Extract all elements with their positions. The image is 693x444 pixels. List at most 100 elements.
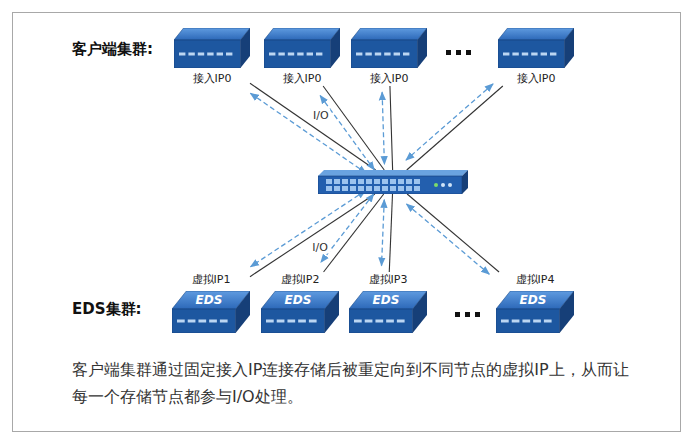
server-side xyxy=(325,291,339,333)
server-slot xyxy=(278,53,284,56)
server-slot xyxy=(397,320,405,323)
access-ip-label: 接入IP0 xyxy=(517,71,556,86)
server-front xyxy=(498,40,564,68)
group-label: EDS集群: xyxy=(72,300,142,319)
server-slot xyxy=(269,53,275,56)
switch-port xyxy=(342,179,348,184)
network-link xyxy=(407,194,499,272)
server-slot xyxy=(522,320,530,323)
switch-port xyxy=(358,186,364,191)
network-link xyxy=(390,86,393,170)
server-slot xyxy=(533,320,541,323)
switch-port xyxy=(350,186,356,191)
server-node: 虚拟IP3EDS xyxy=(349,272,427,333)
switch-port xyxy=(334,179,340,184)
server-slot xyxy=(356,53,362,56)
group-label: 客户端集群: xyxy=(72,40,153,59)
switch-front xyxy=(318,176,462,194)
network-link xyxy=(323,86,384,170)
io-flow-arrow xyxy=(251,191,366,267)
io-connector xyxy=(407,194,500,274)
frame-border xyxy=(13,13,681,432)
eds-face-label: EDS xyxy=(353,291,419,309)
io-connector xyxy=(382,86,392,170)
ellipsis-bottom xyxy=(455,312,480,317)
server-slot xyxy=(209,320,217,323)
switch-led xyxy=(441,183,445,187)
server-slot xyxy=(226,53,232,56)
server-slot xyxy=(386,320,394,323)
client-server-icon xyxy=(264,28,340,68)
server-slot xyxy=(365,53,371,56)
server-slot xyxy=(541,53,547,56)
switch-port xyxy=(414,179,420,184)
switch-port xyxy=(366,179,372,184)
server-slot xyxy=(297,53,303,56)
server-slot xyxy=(179,53,185,56)
server-slot xyxy=(512,53,518,56)
server-node: 虚拟IP2EDS xyxy=(261,272,339,333)
switch-port xyxy=(398,186,404,191)
edge-label: I/O xyxy=(311,109,331,122)
switch-port xyxy=(350,179,356,184)
server-slot xyxy=(277,320,285,323)
server-slot xyxy=(207,53,213,56)
server-side xyxy=(560,291,574,333)
server-slot xyxy=(316,53,322,56)
network-link xyxy=(324,194,384,272)
server-slot xyxy=(217,53,223,56)
server-node: 虚拟IP4EDS xyxy=(496,272,574,333)
server-slot xyxy=(198,53,204,56)
io-flow-arrow xyxy=(407,204,490,274)
server-front xyxy=(174,40,240,68)
server-slot xyxy=(544,320,552,323)
server-slot xyxy=(365,320,373,323)
server-top xyxy=(351,28,427,40)
server-front xyxy=(264,40,330,68)
server-side xyxy=(564,28,574,68)
server-slot xyxy=(384,53,390,56)
caption: 客户端集群通过固定接入IP连接存储后被重定向到不同节点的虚拟IP上，从而让每一个… xyxy=(72,356,642,410)
switch-port xyxy=(342,186,348,191)
io-connector xyxy=(382,194,393,272)
server-top xyxy=(498,28,574,40)
server-side xyxy=(413,291,427,333)
server-side xyxy=(240,28,250,68)
server-top xyxy=(264,28,340,40)
server-node: 接入IP0 xyxy=(351,28,427,86)
switch-port xyxy=(358,179,364,184)
eds-server-body: EDS xyxy=(349,291,427,333)
eds-server-body: EDS xyxy=(496,291,574,333)
io-flow-arrow xyxy=(250,93,366,173)
network-switch xyxy=(318,170,468,194)
io-connector xyxy=(320,86,384,170)
eds-face-label: EDS xyxy=(265,291,331,309)
switch-port xyxy=(374,179,380,184)
server-slot xyxy=(298,320,306,323)
server-slot xyxy=(287,320,295,323)
server-slot xyxy=(375,320,383,323)
eds-server-body: EDS xyxy=(172,291,250,333)
virtual-ip-label: 虚拟IP1 xyxy=(192,272,231,287)
server-slot xyxy=(288,53,294,56)
server-top xyxy=(174,28,250,40)
server-front xyxy=(496,309,560,333)
switch-port xyxy=(382,179,388,184)
server-node: 接入IP0 xyxy=(264,28,340,86)
server-slot xyxy=(531,53,537,56)
switch-port xyxy=(390,179,396,184)
server-slot xyxy=(307,53,313,56)
server-slot xyxy=(309,320,317,323)
server-slot xyxy=(503,53,509,56)
server-node: 虚拟IP1EDS xyxy=(172,272,250,333)
io-flow-arrow xyxy=(406,84,493,160)
server-slot xyxy=(220,320,228,323)
switch-port xyxy=(382,186,388,191)
io-connector xyxy=(250,83,376,173)
switch-port xyxy=(406,179,412,184)
server-side xyxy=(236,291,250,333)
network-link xyxy=(389,194,392,272)
server-slot xyxy=(188,320,196,323)
server-slot xyxy=(266,320,274,323)
